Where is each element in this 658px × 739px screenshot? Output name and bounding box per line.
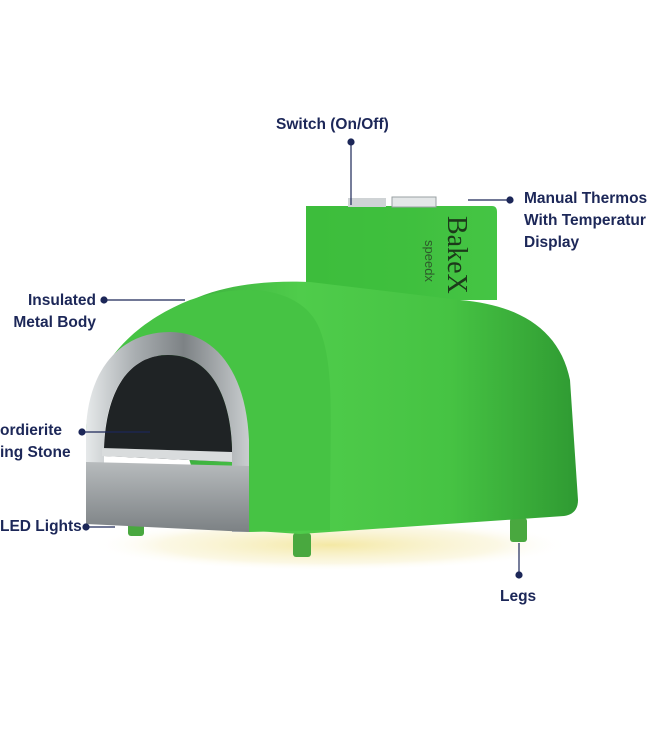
oven-front-face <box>86 290 331 532</box>
leg-front-right <box>293 533 311 557</box>
label-thermostat-line-2: With Temperatur <box>524 212 646 229</box>
label-stone-line-1: ordierite <box>0 422 63 439</box>
thermostat-dial <box>391 196 437 208</box>
label-body-line-1: Insulated <box>27 292 96 309</box>
oven-mouth <box>104 355 232 462</box>
switch <box>348 198 386 207</box>
label-thermostat-line-1: Manual Thermos <box>524 190 648 207</box>
label-legs: Legs <box>500 588 537 605</box>
brand-logo: BakeX <box>441 216 472 294</box>
label-thermostat-line-3: Display <box>524 234 580 251</box>
leg-back-right <box>510 518 527 542</box>
label-switch: Switch (On/Off) <box>276 116 389 133</box>
callout-lines <box>78 138 523 579</box>
label-body-line-2: Metal Body <box>13 314 96 331</box>
brand-subtext: speedx <box>422 240 437 282</box>
label-stone-line-2: ing Stone <box>0 444 71 461</box>
cordierite-stone <box>102 448 232 462</box>
label-led: LED Lights <box>0 518 82 535</box>
label-stone: ordierite ing Stone <box>0 420 71 464</box>
led-glow <box>90 519 570 571</box>
steel-band <box>86 462 249 532</box>
label-body: Insulated Metal Body <box>13 290 96 334</box>
label-thermostat: Manual Thermos With Temperatur Display <box>524 188 647 254</box>
